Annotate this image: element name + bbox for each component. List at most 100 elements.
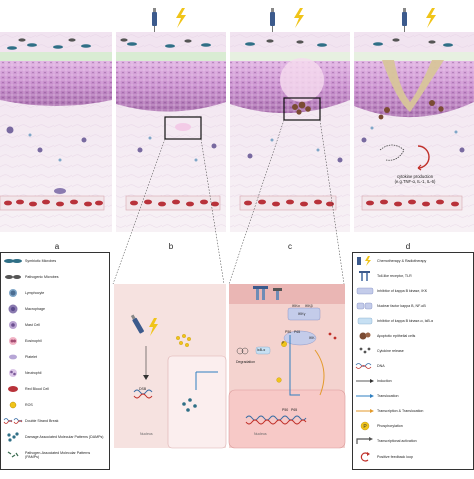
legend-label: Transcription & Translocation [377, 409, 424, 413]
transcriptional-activation-icon [353, 436, 377, 446]
nfkb-icon [353, 301, 377, 311]
legend-item: Transcriptional activation [353, 435, 417, 447]
apoptotic-cell-icon [353, 331, 377, 341]
legend-item: Macrophage [1, 303, 45, 315]
zoom-lines [112, 119, 345, 285]
legend-item: Damage Associated Molecular Patterns (DA… [1, 431, 105, 443]
panel-label-d: d [405, 242, 411, 251]
legend-label: Chemotherapy & Radiotherapy [377, 259, 427, 263]
legend-mechanisms: Chemotherapy & Radiotherapy Toll-like re… [352, 252, 474, 470]
legend-label: Damage Associated Molecular Patterns (DA… [25, 435, 104, 439]
neutrophil-icon [1, 368, 25, 378]
syringe-icon [402, 8, 407, 32]
syringe-icon [130, 314, 144, 334]
phosphorylation-icon: P [353, 421, 377, 431]
legend-item: Cytokine release [353, 345, 404, 357]
legend-label: Cytokine release [377, 349, 404, 353]
legend-item: Toll-like receptor, TLR [353, 270, 412, 282]
symbiotic-microbe-icon [1, 256, 25, 266]
legend-label: Mast Cell [25, 323, 40, 327]
legend-label: Double Strand Break [25, 419, 59, 423]
legend-label: Inhibitor of kappa B kinase-α, IκB-α [377, 319, 434, 323]
panel-label-b: b [168, 242, 174, 251]
lightning-icon [294, 8, 304, 28]
macrophage-icon [1, 304, 25, 314]
surface-microbes [7, 38, 453, 50]
syringe-lightning-icon [353, 256, 377, 266]
red-blood-cell-icon [1, 384, 25, 394]
legend-item: Transcription & Translocation [353, 405, 423, 417]
legend-label: Apoptotic epithelial cells [377, 334, 416, 338]
lightning-icon [426, 8, 436, 28]
mast-cell-icon [1, 320, 25, 330]
inset-right-nucleus-label: Nucleus [254, 432, 267, 436]
legend-label: Red Blood Cell [25, 387, 49, 391]
inset-right [228, 284, 346, 449]
lightning-icon [149, 318, 158, 336]
cytokine-icon [353, 346, 377, 356]
legend-item: Inhibitor of kappa B kinase, IKK [353, 285, 427, 297]
lymphocyte-icon [1, 288, 25, 298]
inset-left [114, 284, 227, 449]
eosinophil-icon [1, 336, 25, 346]
legend-label: Nuclear factor kappa B, NF-κB [377, 304, 426, 308]
legend-item: Positive feedback loop [353, 451, 413, 463]
ikk-beta-label: IKKβ [305, 304, 313, 308]
legend-label: Induction [377, 379, 392, 383]
legend-item: Red Blood Cell [1, 383, 49, 395]
legend-label: Macrophage [25, 307, 45, 311]
ros-icon [1, 400, 25, 410]
legend-label: Phosphorylation [377, 424, 403, 428]
panel-label-a: a [54, 242, 60, 251]
dna-break-icon [1, 416, 25, 426]
p65-label-upper: P65 [294, 330, 301, 334]
p50-label-lower: P50 [282, 408, 289, 412]
p50-label-upper: P50 [285, 330, 292, 334]
legend-label: Inhibitor of kappa B kinase, IKK [377, 289, 428, 293]
legend-item: Inhibitor of kappa B kinase-α, IκB-α [353, 315, 433, 327]
lamina-cells [6, 126, 465, 163]
cytokine-production-label: cytokine production (e.g.TNF-α, IL-1, IL… [384, 174, 446, 184]
dsb-label: DSB [139, 387, 147, 391]
legend-label: Translocation [377, 394, 399, 398]
platelet-icon [1, 352, 25, 362]
cytokine-line-1: cytokine production [396, 174, 434, 179]
legend-item: Symbiotic Microbes [1, 255, 56, 267]
legend-label: Transcriptional activation [377, 439, 417, 443]
legend-item: Neutrophil [1, 367, 41, 379]
degradation-label: Degradation [236, 360, 256, 364]
pamps-icon [1, 450, 25, 460]
ikba-icon [353, 316, 377, 326]
panel-b-zoom-box [164, 116, 202, 140]
legend-item: Nuclear factor kappa B, NF-κB [353, 300, 426, 312]
damps-icon [1, 432, 25, 442]
legend-item: Mast Cell [1, 319, 40, 331]
p65-label-lower: P65 [291, 408, 298, 412]
legend-item: Apoptotic epithelial cells [353, 330, 415, 342]
legend-item: ROS [1, 399, 33, 411]
legend-label: Toll-like receptor, TLR [377, 274, 412, 278]
tlr-receptor-icon [353, 271, 377, 281]
panel-label-c: c [288, 242, 292, 251]
legend-cells: Symbiotic Microbes Pathogenic Microbes L… [0, 252, 110, 470]
legend-item: Lymphocyte [1, 287, 44, 299]
legend-label: Symbiotic Microbes [25, 259, 57, 263]
panel-c-zoom-box [283, 97, 321, 121]
legend-label: Lymphocyte [25, 291, 45, 295]
ikk-icon [353, 286, 377, 296]
translocation-arrow-icon [353, 391, 377, 401]
feedback-loop-icon [353, 452, 377, 462]
inset-left-nucleus-label: Nucleus [140, 432, 153, 436]
ikk-complex-label: IKK [309, 336, 315, 340]
treatment-icons [152, 8, 436, 32]
syringe-icon [270, 8, 275, 32]
lightning-icon [176, 8, 186, 28]
pathogenic-microbe-icon [1, 272, 25, 282]
legend-item: Platelet [1, 351, 37, 363]
phospho-label: P [282, 341, 285, 345]
legend-item: Eosinophil [1, 335, 42, 347]
transcription-arrow-icon [353, 406, 377, 416]
legend-label: Positive feedback loop [377, 455, 413, 459]
legend-label: Eosinophil [25, 339, 42, 343]
